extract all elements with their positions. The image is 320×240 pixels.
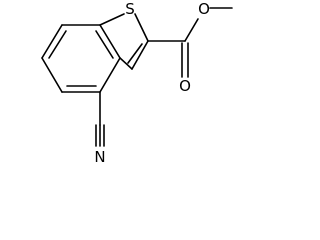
ester-oxygen-label: O [198, 0, 210, 18]
carbonyl-oxygen-label: O [179, 77, 191, 95]
bond-c2-c3-inner [127, 43, 143, 64]
bond-c4-c3a [99, 57, 121, 93]
molecule-structure: S O O N [41, 0, 233, 166]
sulfur-atom-label: S [125, 0, 135, 18]
bond-c7a-s [99, 13, 125, 26]
bond-c3a-c7a [99, 24, 121, 59]
bond-s-c2 [134, 13, 149, 42]
bond-c3a-c7a-inner [95, 30, 114, 59]
bond-c2-c3 [131, 40, 149, 70]
bond-carbonyl-ester-o [184, 18, 199, 42]
nitrile-nitrogen-label: N [94, 148, 105, 166]
bond-c3-c3a [119, 57, 133, 70]
bond-c7-c6-inner [48, 30, 67, 59]
bond-c6-c5 [41, 57, 63, 93]
bond-c7-c6 [41, 24, 63, 59]
